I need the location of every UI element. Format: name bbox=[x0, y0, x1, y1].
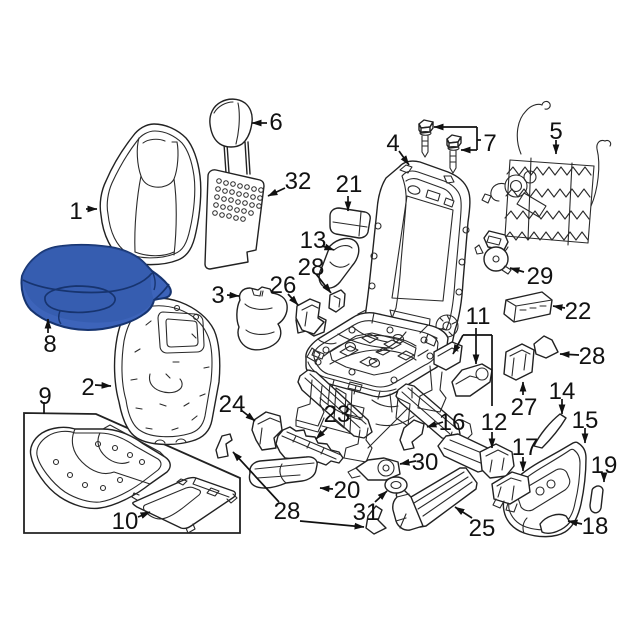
svg-text:30: 30 bbox=[412, 449, 439, 476]
svg-text:14: 14 bbox=[549, 378, 576, 405]
svg-text:5: 5 bbox=[549, 118, 562, 145]
svg-text:27: 27 bbox=[511, 394, 538, 421]
svg-text:28: 28 bbox=[298, 254, 325, 281]
svg-text:3: 3 bbox=[211, 282, 224, 309]
svg-text:23: 23 bbox=[324, 401, 351, 428]
svg-text:24: 24 bbox=[219, 391, 246, 418]
svg-text:20: 20 bbox=[334, 477, 361, 504]
svg-text:18: 18 bbox=[582, 513, 609, 540]
svg-text:13: 13 bbox=[300, 227, 327, 254]
svg-text:2: 2 bbox=[81, 374, 94, 401]
svg-text:28: 28 bbox=[579, 343, 606, 370]
svg-text:6: 6 bbox=[269, 109, 282, 136]
svg-text:22: 22 bbox=[565, 298, 592, 325]
svg-text:10: 10 bbox=[112, 508, 139, 535]
svg-text:19: 19 bbox=[591, 452, 618, 479]
svg-text:12: 12 bbox=[481, 409, 508, 436]
svg-text:8: 8 bbox=[43, 331, 56, 358]
svg-text:31: 31 bbox=[353, 499, 380, 526]
svg-text:1: 1 bbox=[69, 198, 82, 225]
svg-text:17: 17 bbox=[512, 434, 539, 461]
svg-text:7: 7 bbox=[483, 130, 496, 157]
svg-text:29: 29 bbox=[527, 263, 554, 290]
svg-text:16: 16 bbox=[439, 409, 466, 436]
svg-text:32: 32 bbox=[285, 168, 312, 195]
svg-text:25: 25 bbox=[469, 515, 496, 542]
svg-text:21: 21 bbox=[336, 171, 363, 198]
svg-text:28: 28 bbox=[274, 498, 301, 525]
svg-text:11: 11 bbox=[466, 303, 491, 330]
svg-text:4: 4 bbox=[386, 130, 399, 157]
svg-text:26: 26 bbox=[270, 272, 297, 299]
svg-text:15: 15 bbox=[572, 407, 599, 434]
svg-text:9: 9 bbox=[38, 383, 51, 410]
